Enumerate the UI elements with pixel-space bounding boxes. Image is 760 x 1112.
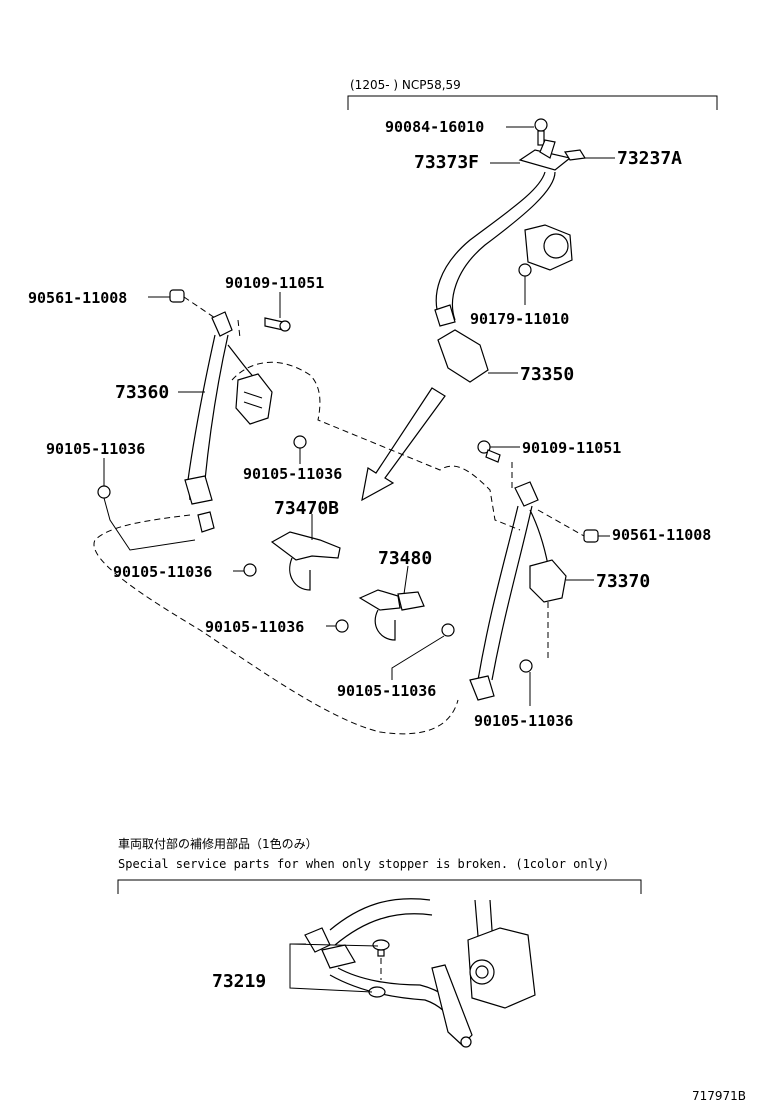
header-bracket [347, 95, 718, 110]
service-bracket [117, 879, 642, 894]
label-73373F: 73373F [414, 152, 479, 173]
direction-arrow [361, 387, 446, 502]
label-73370: 73370 [596, 571, 650, 592]
label-90105-11036-e: 90105-11036 [337, 682, 436, 700]
label-90109-11051-right: 90109-11051 [522, 439, 621, 457]
label-73350: 73350 [520, 364, 574, 385]
buckle-assemblies [270, 531, 455, 641]
seat-cushion-outline [93, 514, 459, 735]
label-73480: 73480 [378, 548, 432, 569]
label-90105-11036-b: 90105-11036 [243, 465, 342, 483]
label-73219: 73219 [212, 971, 266, 992]
left-belt-assembly [97, 289, 307, 577]
label-90105-11036-f: 90105-11036 [474, 712, 573, 730]
service-note-en: Special service parts for when only stop… [118, 857, 609, 871]
label-90084-16010: 90084-16010 [385, 118, 484, 136]
label-90179-11010: 90179-11010 [470, 310, 569, 328]
label-73360: 73360 [115, 382, 169, 403]
leader-73480 [403, 565, 409, 595]
seat-back-outline [231, 361, 521, 531]
leader-90105-e [391, 635, 445, 680]
label-90105-11036-a: 90105-11036 [46, 440, 145, 458]
header-range: (1205- ) NCP58,59 [350, 78, 461, 92]
label-90561-11008-left: 90561-11008 [28, 289, 127, 307]
label-90105-11036-c: 90105-11036 [113, 563, 212, 581]
label-73470B: 73470B [274, 498, 339, 519]
upper-retractor-assembly [434, 118, 587, 383]
stopper-detail [304, 898, 536, 1048]
leader-73219-top [289, 943, 379, 947]
label-90109-11051-left: 90109-11051 [225, 274, 324, 292]
right-belt-assembly [469, 440, 599, 701]
label-73237A: 73237A [617, 148, 682, 169]
label-90561-11008-right: 90561-11008 [612, 526, 711, 544]
service-note-jp: 車両取付部の補修用部品（1色のみ） [118, 836, 318, 851]
figure-id: 717971B [692, 1089, 746, 1103]
label-90105-11036-d: 90105-11036 [205, 618, 304, 636]
